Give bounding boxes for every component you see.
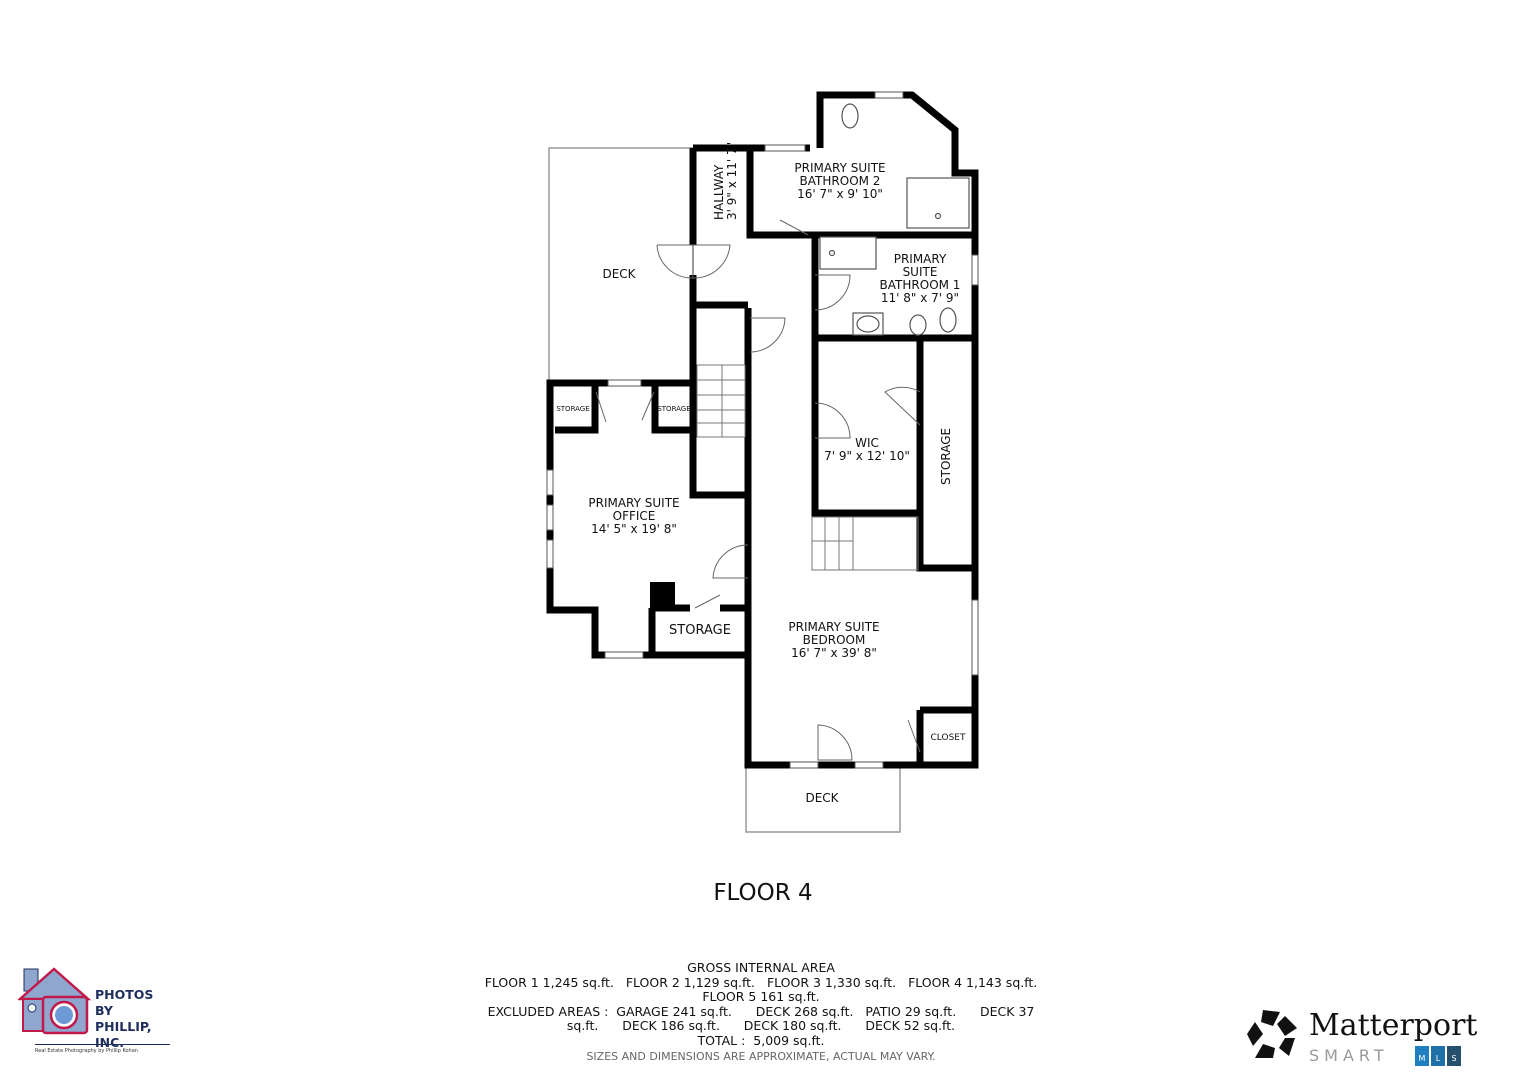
closet-label: CLOSET (930, 733, 966, 743)
storage-tall-label: STORAGE (939, 427, 953, 485)
mls-l: L (1431, 1046, 1445, 1066)
area-line2: FLOOR 5 161 sq.ft. (702, 989, 820, 1004)
matterport-smart-mls-logo: Matterport SMART M L S (1245, 1008, 1515, 1070)
door-swings (595, 219, 921, 761)
bath2-label: PRIMARY SUITE BATHROOM 2 16' 7" x 9' 10" (794, 162, 885, 201)
floor-title: FLOOR 4 (713, 880, 813, 906)
office-dims: 14' 5" x 19' 8" (591, 522, 677, 536)
smart-wordmark: SMART (1309, 1046, 1389, 1065)
photos-by-phillip-logo: PHOTOS BY PHILLIP, INC. Real Estate Phot… (18, 965, 178, 1065)
bath2-name2: BATHROOM 2 (799, 174, 881, 188)
storage-right-label: STORAGE (657, 405, 691, 413)
deck-top-outline (548, 147, 694, 384)
logo-divider (35, 1044, 170, 1045)
bath1-name2: SUITE (902, 265, 938, 279)
bath1-name1: PRIMARY (893, 252, 947, 266)
chimney-block (650, 582, 675, 608)
hallway-label: HALLWAY 3' 9" x 11' 7" (712, 141, 739, 220)
logo-line3: PHILLIP, INC. (95, 1019, 152, 1050)
area-summary: GROSS INTERNAL AREA FLOOR 1 1,245 sq.ft.… (361, 960, 1161, 1065)
house-camera-icon (18, 967, 92, 1035)
area-line1: FLOOR 1 1,245 sq.ft. FLOOR 2 1,129 sq.ft… (484, 974, 1038, 990)
bedroom-dims: 16' 7" x 39' 8" (791, 646, 877, 660)
mls-m: M (1415, 1046, 1429, 1066)
area-disclaimer: SIZES AND DIMENSIONS ARE APPROXIMATE, AC… (586, 1050, 936, 1063)
deck-top-label: DECK (602, 267, 636, 281)
bath1-dims: 11' 8" x 7' 9" (880, 291, 960, 305)
bedroom-label: PRIMARY SUITE BEDROOM 16' 7" x 39' 8" (788, 621, 879, 660)
bath1-label: PRIMARY SUITE BATHROOM 1 11' 8" x 7' 9" (880, 253, 961, 305)
bath2-name1: PRIMARY SUITE (794, 161, 886, 175)
logo-line2: BY (95, 1003, 113, 1018)
bathroom-fixtures (819, 103, 970, 336)
wic-dims: 7' 9" x 12' 10" (824, 449, 910, 463)
matterport-wordmark: Matterport (1309, 1008, 1478, 1043)
bath1-name3: BATHROOM 1 (879, 278, 961, 292)
matterport-star-icon (1247, 1010, 1297, 1058)
windows (546, 91, 979, 769)
area-total: TOTAL : 5,009 sq.ft. (697, 1032, 825, 1048)
bath2-dims: 16' 7" x 9' 10" (797, 187, 883, 201)
mls-s: S (1447, 1046, 1461, 1066)
hallway-dims: 3' 9" x 11' 7" (725, 141, 739, 220)
area-heading: GROSS INTERNAL AREA (687, 960, 835, 975)
area-line4: sq.ft. DECK 186 sq.ft. DECK 180 sq.ft. D… (566, 1018, 956, 1033)
bedroom-name2: BEDROOM (802, 633, 866, 647)
stairs (696, 364, 919, 571)
walls (546, 91, 979, 769)
storage-bottom-label: STORAGE (669, 623, 731, 638)
office-name1: PRIMARY SUITE (588, 496, 680, 510)
logo-line1: PHOTOS (95, 987, 154, 1002)
area-line3: EXCLUDED AREAS : GARAGE 241 sq.ft. DECK … (487, 1003, 1035, 1019)
wic-name: WIC (855, 436, 879, 450)
logo-text: PHOTOS BY PHILLIP, INC. (95, 987, 178, 1051)
bedroom-name1: PRIMARY SUITE (788, 620, 880, 634)
logo-tagline: Real Estate Photography by Phillip Kohan (35, 1048, 138, 1054)
storage-left-label: STORAGE (556, 405, 590, 413)
wic-label: WIC 7' 9" x 12' 10" (824, 437, 910, 463)
office-label: PRIMARY SUITE OFFICE 14' 5" x 19' 8" (588, 497, 679, 536)
office-name2: OFFICE (612, 509, 656, 523)
deck-bottom-label: DECK (805, 791, 839, 805)
